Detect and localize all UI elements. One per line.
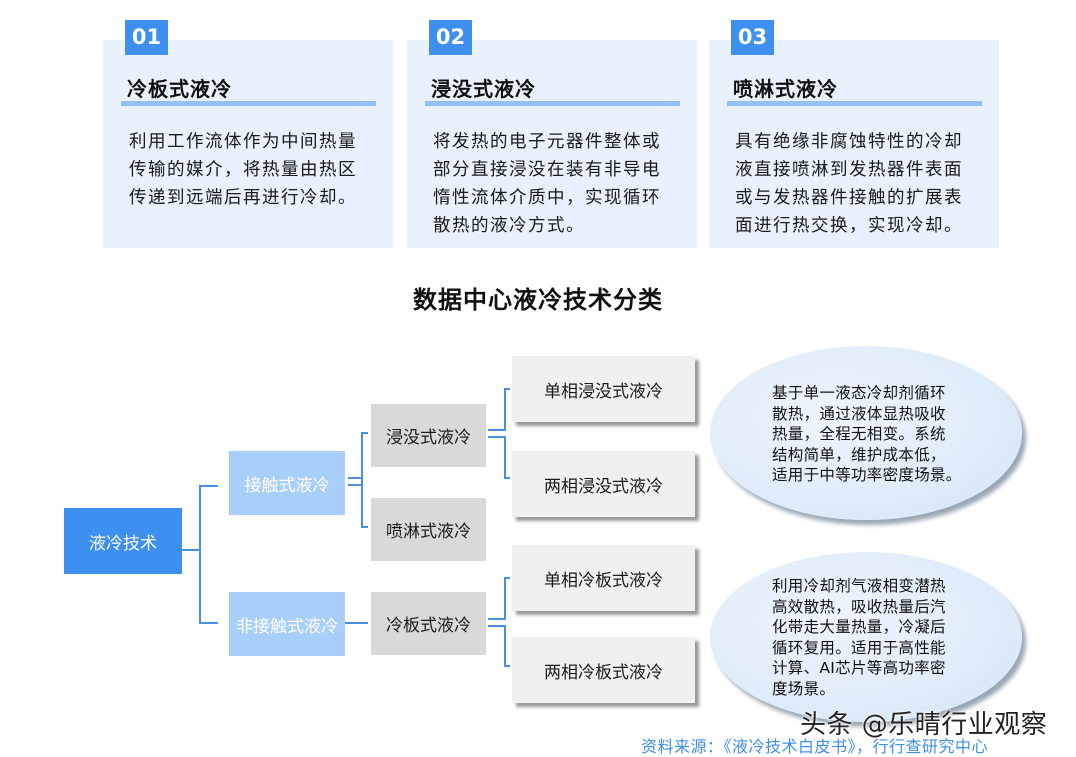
- connector-coldplate-top: [488, 577, 510, 620]
- note-text-single-phase: 基于单一液态冷却剂循环 散热，通过液体显热吸收 热量，全程无相变。系统 结构简单…: [772, 383, 972, 486]
- card-line: 散热的液冷方式。: [433, 216, 585, 236]
- node-spray: 喷淋式液冷: [371, 498, 486, 561]
- card-spray: 03 喷淋式液冷 具有绝缘非腐蚀特性的冷却 液直接喷淋到发热器件表面 或与发热器…: [709, 20, 999, 248]
- note-line: 化带走大量热量，冷凝后: [772, 618, 946, 636]
- card-description: 具有绝缘非腐蚀特性的冷却 液直接喷淋到发热器件表面 或与发热器件接触的扩展表 面…: [735, 128, 985, 240]
- card-line: 或与发热器件接触的扩展表: [735, 188, 963, 208]
- note-line: 计算、AI芯片等高功率密: [772, 659, 946, 677]
- source-citation: 资料来源：《液冷技术白皮书》，行行查研究中心: [641, 737, 989, 756]
- card-number-badge: 03: [731, 20, 774, 55]
- card-title-underline: [425, 101, 680, 106]
- watermark: 头条 @乐晴行业观察: [800, 710, 1048, 740]
- card-number-badge: 02: [429, 20, 472, 55]
- card-immersion: 02 浸没式液冷 将发热的电子元器件整体或 部分直接浸没在装有非导电 惰性流体介…: [407, 20, 697, 248]
- card-number-badge: 01: [125, 20, 168, 55]
- card-title: 浸没式液冷: [431, 77, 536, 101]
- node-contact: 接触式液冷: [229, 451, 345, 515]
- node-immersion: 浸没式液冷: [371, 404, 486, 467]
- card-title-underline: [727, 101, 982, 106]
- card-description: 将发热的电子元器件整体或 部分直接浸没在装有非导电 惰性流体介质中，实现循环 散…: [433, 128, 683, 240]
- node-root: 液冷技术: [64, 508, 182, 574]
- note-line: 度场景。: [772, 679, 836, 698]
- node-noncontact: 非接触式液冷: [229, 592, 345, 656]
- card-cold-plate: 01 冷板式液冷 利用工作流体作为中间热量 传输的媒介，将热量由热区 传递到远端…: [103, 20, 393, 248]
- connector-immersion-bottom: [488, 436, 510, 479]
- card-line: 面进行热交换，实现冷却。: [735, 216, 963, 236]
- node-coldplate: 冷板式液冷: [371, 592, 486, 655]
- connector-immersion-top: [488, 388, 510, 431]
- note-line: 高效散热，吸收热量后汽: [772, 597, 946, 616]
- note-line: 利用冷却剂气液相变潜热: [772, 577, 946, 595]
- card-title-underline: [121, 101, 376, 106]
- note-line: 结构简单，维护成本低，: [772, 445, 946, 464]
- node-two-phase-immersion: 两相浸没式液冷: [512, 451, 695, 517]
- card-description: 利用工作流体作为中间热量 传输的媒介，将热量由热区 传递到远端后再进行冷却。: [129, 128, 379, 212]
- card-line: 惰性流体介质中，实现循环: [433, 188, 661, 208]
- card-line: 具有绝缘非腐蚀特性的冷却: [735, 132, 963, 152]
- note-line: 循环复用。适用于高性能: [772, 638, 946, 657]
- card-title: 喷淋式液冷: [733, 77, 838, 101]
- note-line: 适用于中等功率密度场景。: [772, 466, 962, 484]
- connector-root-bracket: [199, 485, 218, 624]
- card-line: 传递到远端后再进行冷却。: [129, 188, 357, 208]
- connector-contact-top: [348, 432, 368, 486]
- card-line: 部分直接浸没在装有非导电: [433, 160, 661, 180]
- note-text-two-phase: 利用冷却剂气液相变潜热 高效散热，吸收热量后汽 化带走大量热量，冷凝后 循环复用…: [772, 576, 972, 699]
- card-line: 传输的媒介，将热量由热区: [129, 160, 357, 180]
- note-line: 热量，全程无相变。系统: [772, 425, 946, 443]
- card-line: 利用工作流体作为中间热量: [129, 132, 357, 152]
- note-bubble-two-phase: [710, 552, 1022, 722]
- note-line: 散热，通过液体显热吸收: [772, 404, 946, 423]
- connector-contact-bottom: [361, 478, 368, 528]
- node-two-phase-coldplate: 两相冷板式液冷: [512, 637, 695, 703]
- note-bubble-single-phase: [710, 346, 1022, 520]
- card-line: 液直接喷淋到发热器件表面: [735, 160, 963, 180]
- diagram-title: 数据中心液冷技术分类: [413, 286, 663, 314]
- card-title: 冷板式液冷: [127, 77, 232, 101]
- connector-coldplate-bottom: [488, 625, 510, 667]
- node-single-phase-coldplate: 单相冷板式液冷: [512, 545, 695, 611]
- note-line: 基于单一液态冷却剂循环: [772, 384, 946, 402]
- node-single-phase-immersion: 单相浸没式液冷: [512, 356, 695, 422]
- card-line: 将发热的电子元器件整体或: [433, 132, 661, 152]
